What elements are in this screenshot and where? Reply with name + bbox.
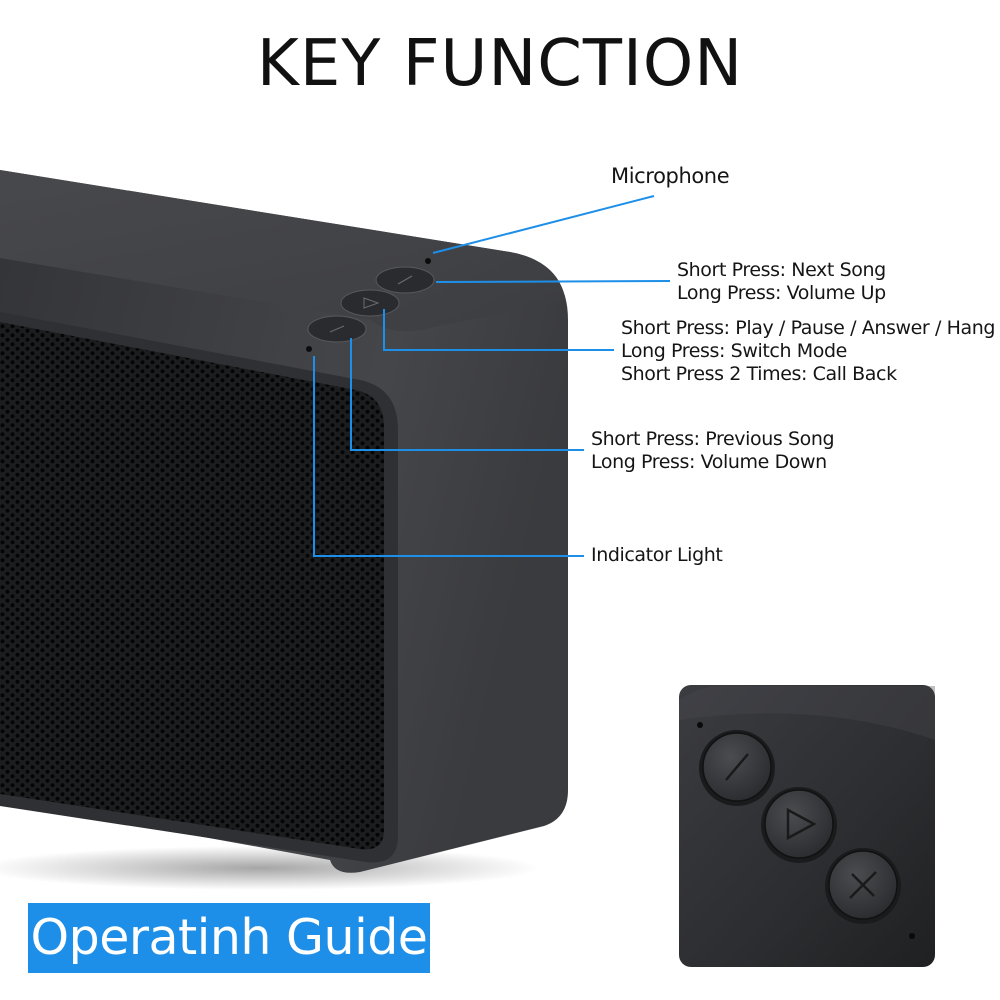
speaker-grille <box>0 322 384 850</box>
plus-icon <box>397 275 413 285</box>
microphone-callout-line <box>432 195 655 254</box>
play-double-press-text: Short Press 2 Times: Call Back <box>621 363 897 385</box>
prev-long-press-text: Long Press: Volume Down <box>591 451 827 473</box>
closeup-minus-icon <box>725 753 749 781</box>
speaker-top-face <box>0 170 565 332</box>
callout-lines <box>313 195 671 557</box>
play-button[interactable] <box>340 289 400 317</box>
prev-callout-line <box>350 338 584 451</box>
minus-button[interactable] <box>307 315 367 343</box>
plus-button[interactable] <box>375 266 435 294</box>
indicator-light-label: Indicator Light <box>591 544 723 567</box>
prev-button-label: Short Press: Previous Song Long Press: V… <box>591 428 835 474</box>
play-icon <box>363 297 380 309</box>
button-closeup-photo <box>679 685 935 967</box>
indicator-callout-line <box>313 356 584 557</box>
next-button-label: Short Press: Next Song Long Press: Volum… <box>677 259 886 305</box>
prev-short-press-text: Short Press: Previous Song <box>591 428 835 450</box>
indicator-light-text: Indicator Light <box>591 544 723 566</box>
indicator-light-icon <box>306 346 312 352</box>
play-short-press-text: Short Press: Play / Pause / Answer / Han… <box>621 317 1000 339</box>
play-long-press-text: Long Press: Switch Mode <box>621 340 847 362</box>
next-long-press-text: Long Press: Volume Up <box>677 282 886 304</box>
floor-shadow <box>0 846 540 890</box>
closeup-play-button <box>761 787 837 863</box>
closeup-play-icon <box>786 807 817 841</box>
play-button-label: Short Press: Play / Pause / Answer / Han… <box>621 317 1000 386</box>
microphone-label-line: Microphone <box>611 164 730 188</box>
closeup-minus-button <box>699 730 775 806</box>
closeup-plus-button <box>825 848 901 924</box>
microphone-hole-icon <box>425 258 431 264</box>
minus-icon <box>329 325 345 333</box>
operating-guide-banner: Operatinh Guide <box>28 903 430 973</box>
next-callout-line <box>435 280 671 283</box>
next-short-press-text: Short Press: Next Song <box>677 259 886 281</box>
microphone-label: Microphone <box>611 163 730 189</box>
page-title: KEY FUNCTION <box>256 27 744 101</box>
play-callout-line <box>383 309 614 351</box>
